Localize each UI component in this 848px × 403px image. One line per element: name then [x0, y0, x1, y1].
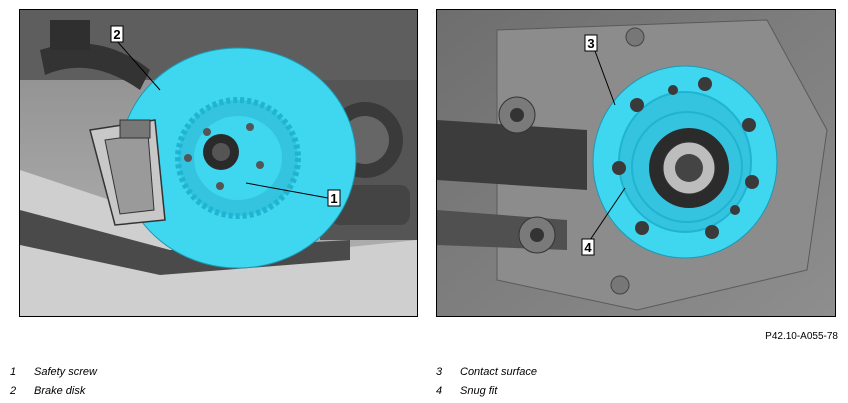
legend-number: 1: [10, 365, 17, 378]
legend-number: 3: [436, 365, 443, 378]
legend-item: 2 Brake disk: [10, 381, 97, 400]
callout-4: 4: [581, 238, 595, 256]
legend-right: 3 Contact surface 4 Snug fit: [436, 362, 537, 400]
callout-4-label: 4: [584, 240, 592, 255]
legend-number: 2: [10, 384, 17, 397]
legend-item: 4 Snug fit: [436, 381, 537, 400]
brake-disk-illustration: 1 2: [19, 9, 418, 317]
leader-line-3: [594, 50, 616, 106]
legend-text: Brake disk: [34, 384, 86, 397]
leader-line-2: [115, 39, 161, 91]
callout-3: 3: [584, 34, 598, 52]
callout-2: 2: [110, 25, 124, 43]
legend-left: 1 Safety screw 2 Brake disk: [10, 362, 97, 400]
legend-text: Contact surface: [460, 365, 538, 378]
legend-item: 3 Contact surface: [436, 362, 537, 381]
wheel-hub-illustration: 3 4: [436, 9, 836, 317]
legend-text: Snug fit: [460, 384, 498, 397]
callout-2-label: 2: [113, 27, 120, 42]
callout-3-label: 3: [587, 36, 594, 51]
wheel-hub-flange: [592, 65, 778, 259]
callout-1: 1: [327, 189, 341, 207]
callout-1-label: 1: [330, 191, 337, 206]
leader-line-1: [245, 182, 329, 199]
brake-caliper: [89, 119, 166, 226]
leader-line-4: [589, 187, 626, 241]
brake-disk: [119, 47, 357, 269]
legend-item: 1 Safety screw: [10, 362, 97, 381]
legend-number: 4: [436, 384, 443, 397]
legend-text: Safety screw: [34, 365, 97, 378]
figure-id: P42.10-A055-78: [765, 331, 838, 342]
